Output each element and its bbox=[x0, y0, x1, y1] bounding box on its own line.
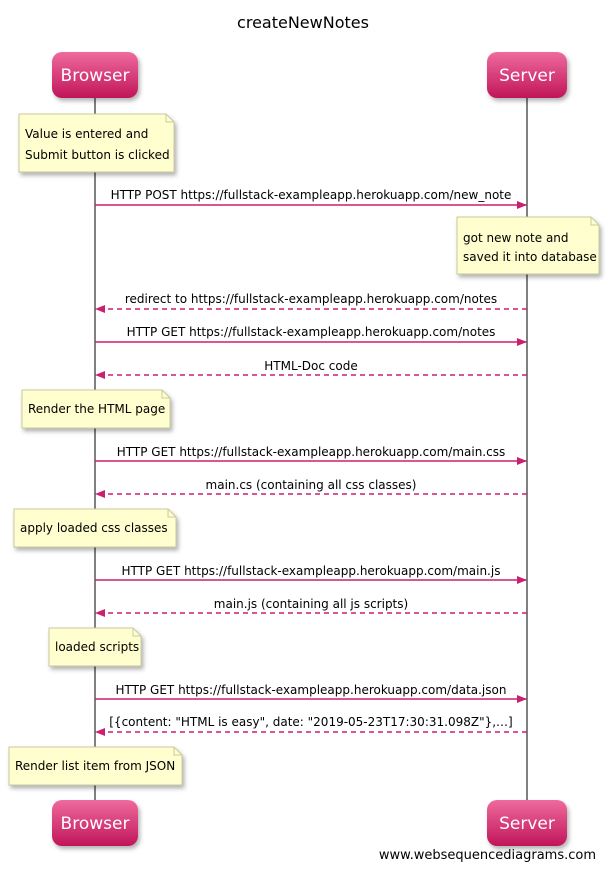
message-get-data-json: HTTP GET https://fullstack-exampleapp.he… bbox=[95, 683, 527, 703]
footer-credit: www.websequencediagrams.com bbox=[379, 848, 596, 863]
actor-browser-label: Browser bbox=[61, 66, 130, 86]
note-line: Submit button is clicked bbox=[25, 148, 170, 162]
message-get-main-css: HTTP GET https://fullstack-exampleapp.he… bbox=[95, 445, 527, 465]
actor-browser-bottom: Browser bbox=[52, 800, 138, 846]
actor-server-bottom: Server bbox=[487, 800, 567, 846]
note-apply-css: apply loaded css classes bbox=[13, 508, 177, 548]
message-main-css-response: main.cs (containing all css classes) bbox=[95, 478, 527, 498]
actor-server-label: Server bbox=[499, 66, 555, 86]
note-saved-note: got new note and saved it into database bbox=[456, 216, 600, 275]
message-label: main.cs (containing all css classes) bbox=[206, 478, 417, 492]
message-label: HTTP GET https://fullstack-exampleapp.he… bbox=[116, 683, 507, 697]
note-render-list: Render list item from JSON bbox=[8, 746, 183, 786]
note-line: saved it into database bbox=[463, 250, 597, 264]
message-label: HTTP GET https://fullstack-exampleapp.he… bbox=[127, 325, 496, 339]
actor-server-label: Server bbox=[499, 814, 555, 834]
message-redirect-notes: redirect to https://fullstack-exampleapp… bbox=[95, 292, 527, 313]
message-label: [{content: "HTML is easy", date: "2019-0… bbox=[109, 715, 512, 729]
note-line: loaded scripts bbox=[55, 640, 139, 654]
message-get-main-js: HTTP GET https://fullstack-exampleapp.he… bbox=[95, 564, 527, 584]
message-label: HTTP GET https://fullstack-exampleapp.he… bbox=[117, 445, 505, 459]
diagram-title: createNewNotes bbox=[237, 13, 369, 32]
actor-server-top: Server bbox=[487, 52, 567, 98]
message-label: HTML-Doc code bbox=[264, 359, 357, 373]
message-html-doc: HTML-Doc code bbox=[95, 359, 527, 379]
note-line: apply loaded css classes bbox=[20, 521, 168, 535]
message-label: main.js (containing all js scripts) bbox=[214, 597, 408, 611]
note-value-entered: Value is entered and Submit button is cl… bbox=[18, 113, 175, 173]
actor-browser-label: Browser bbox=[61, 814, 130, 834]
note-render-html: Render the HTML page bbox=[21, 389, 171, 429]
message-main-js-response: main.js (containing all js scripts) bbox=[95, 597, 527, 617]
message-post-new-note: HTTP POST https://fullstack-exampleapp.h… bbox=[95, 188, 527, 209]
note-line: got new note and bbox=[463, 231, 569, 245]
actor-browser-top: Browser bbox=[52, 52, 138, 98]
message-get-notes: HTTP GET https://fullstack-exampleapp.he… bbox=[95, 325, 527, 346]
message-data-json-response: [{content: "HTML is easy", date: "2019-0… bbox=[95, 715, 527, 736]
message-label: redirect to https://fullstack-exampleapp… bbox=[125, 292, 497, 306]
note-line: Render the HTML page bbox=[28, 402, 165, 416]
note-loaded-scripts: loaded scripts bbox=[48, 627, 142, 667]
note-line: Value is entered and bbox=[25, 127, 148, 141]
note-line: Render list item from JSON bbox=[15, 759, 175, 773]
message-label: HTTP POST https://fullstack-exampleapp.h… bbox=[111, 188, 512, 202]
message-label: HTTP GET https://fullstack-exampleapp.he… bbox=[122, 564, 501, 578]
